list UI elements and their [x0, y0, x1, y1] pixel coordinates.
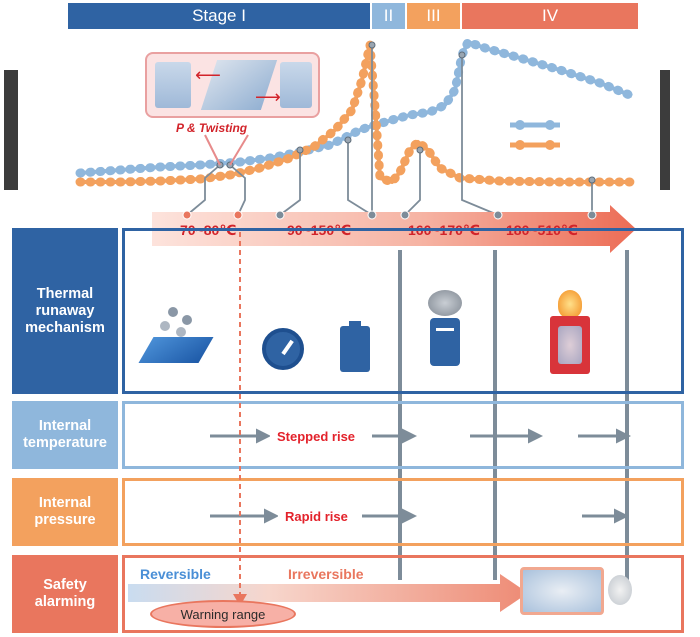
particles-on-electrode-icon — [138, 305, 214, 365]
irreversible-label: Irreversible — [288, 566, 364, 582]
rapid-rise-tag: Rapid rise — [278, 506, 355, 527]
mechanism-label-text: Thermal runaway mechanism — [25, 285, 105, 336]
reversible-label: Reversible — [140, 566, 211, 582]
temperature-row-box — [122, 401, 684, 469]
inset-cell-right — [280, 62, 312, 108]
exploding-cell-icon — [520, 563, 632, 619]
stage-2-bar: II — [372, 3, 405, 29]
warning-range-text: Warning range — [180, 606, 266, 622]
inset-arrow-right-icon: ⟶ — [255, 87, 281, 107]
right-axis-mark — [660, 70, 670, 190]
chart-legend — [510, 119, 627, 150]
warning-range-label: Warning range — [150, 600, 296, 628]
safety-row-label: Safety alarming — [12, 555, 118, 633]
temperature-label-text: Internal temperature — [23, 418, 107, 451]
pressure-row-box — [122, 478, 684, 546]
burning-cell-icon — [550, 290, 590, 378]
mechanism-row-label: Thermal runaway mechanism — [12, 228, 118, 394]
stage-2-label: II — [383, 6, 394, 25]
inset-arrow-left-icon: ⟵ — [195, 65, 221, 85]
stage-1-bar: Stage I — [68, 3, 370, 29]
stage-3-bar: III — [407, 3, 460, 29]
stage-3-label: III — [426, 6, 441, 25]
mechanism-row-box — [122, 228, 684, 394]
inset-caption: P & Twisting — [176, 121, 248, 135]
safety-row-box — [122, 555, 684, 633]
pressure-label-text: Internal pressure — [34, 495, 96, 528]
stage-dividers — [398, 250, 629, 580]
stage-4-bar: IV — [462, 3, 638, 29]
gauge-icon — [262, 328, 304, 370]
stage-1-label: Stage I — [192, 6, 246, 25]
stage-4-label: IV — [541, 6, 559, 25]
smoking-cell-icon — [428, 290, 462, 374]
pressure-row-label: Internal pressure — [12, 478, 118, 546]
left-axis-mark — [4, 70, 18, 190]
inset-cell-left — [155, 62, 191, 108]
temperature-row-label: Internal temperature — [12, 401, 118, 469]
stepped-rise-tag: Stepped rise — [270, 426, 363, 447]
battery-icon — [340, 321, 370, 372]
safety-label-text: Safety alarming — [34, 577, 96, 610]
connector-lines — [186, 45, 593, 216]
inset-image: ⟵ ⟶ — [145, 52, 320, 118]
